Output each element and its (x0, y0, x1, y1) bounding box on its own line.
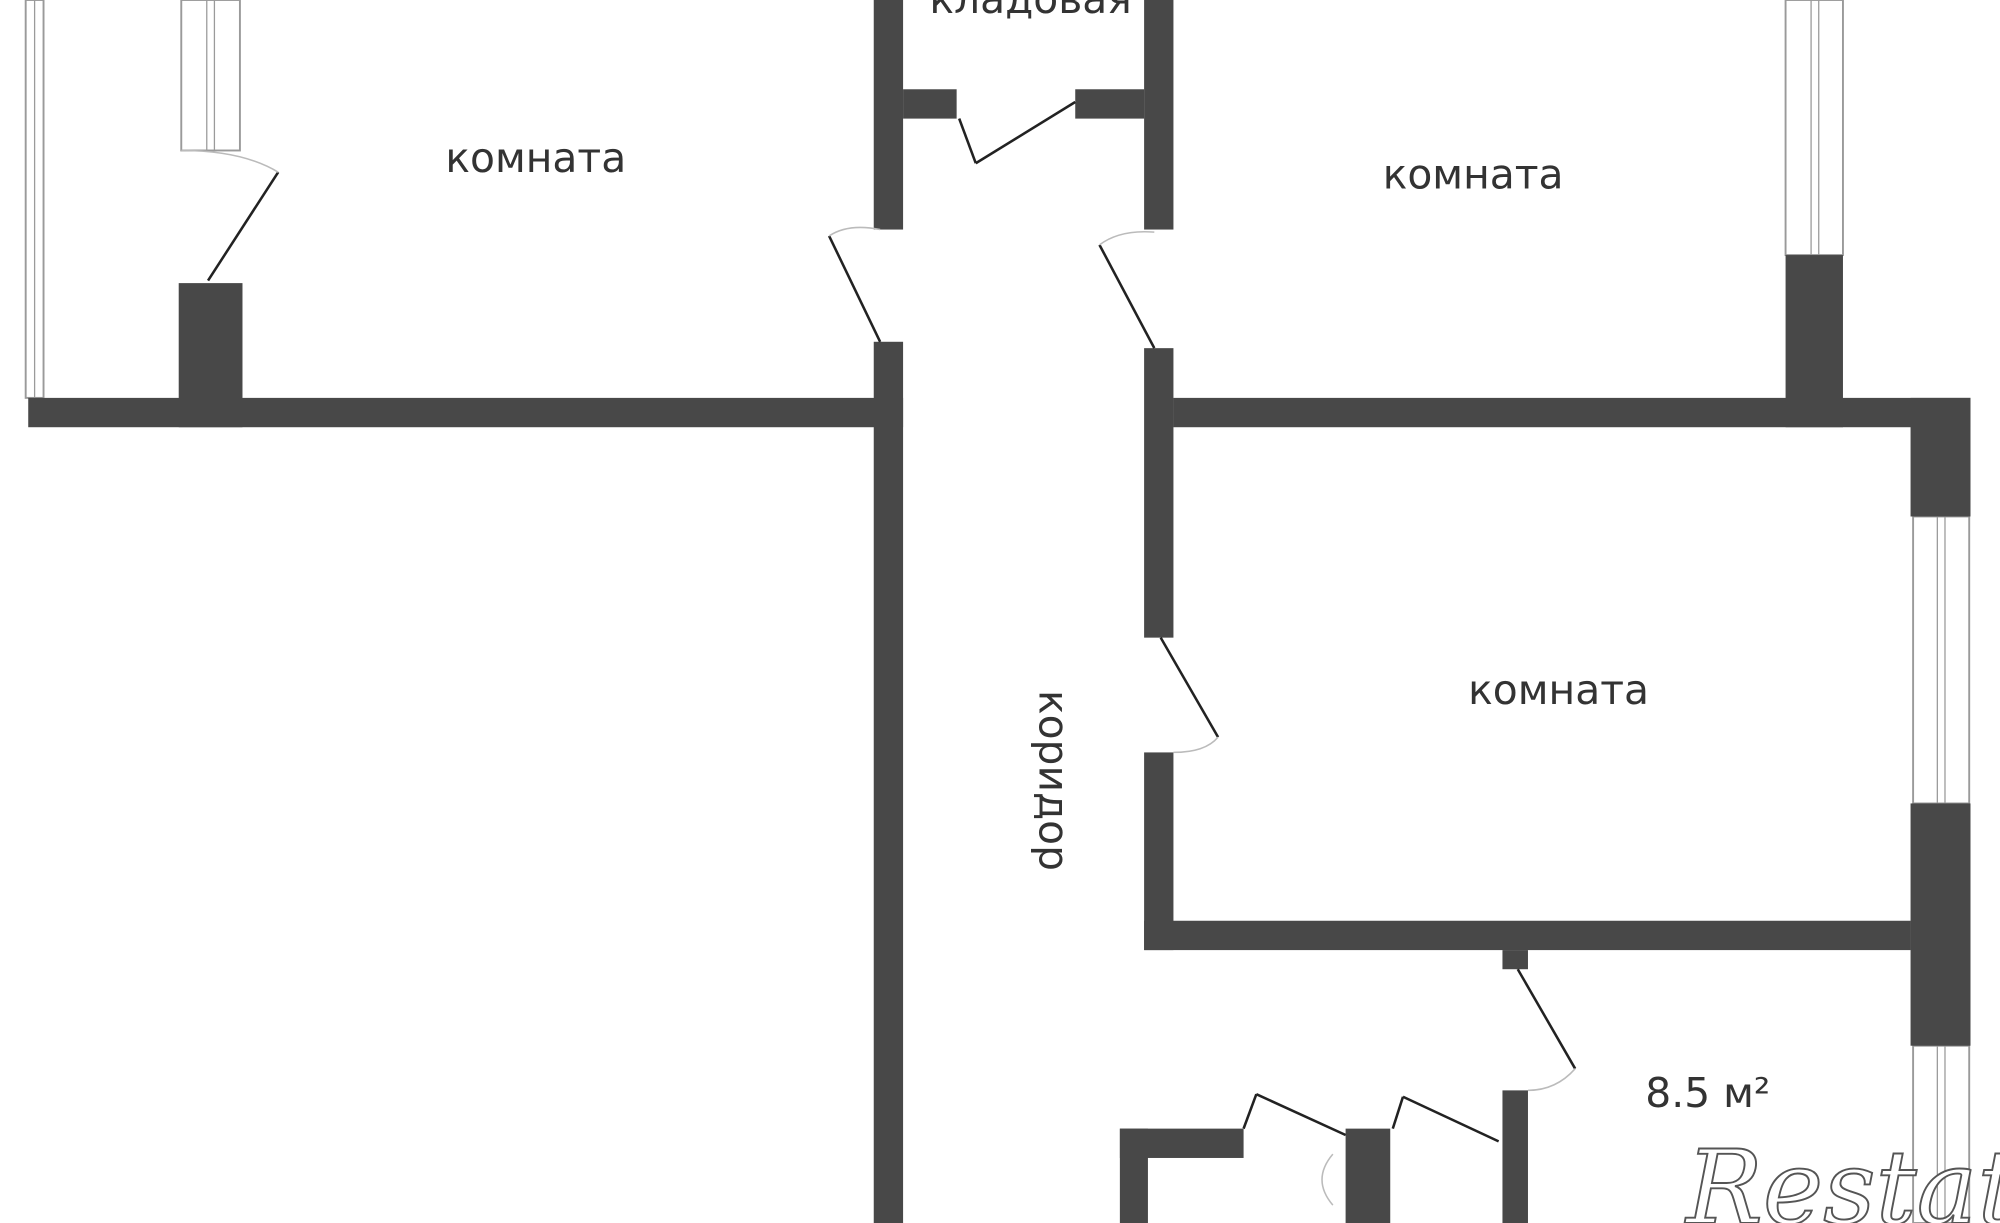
room-label-middle-right: комната (1468, 666, 1649, 714)
window-top-right (1784, 0, 1844, 257)
window-right-middle (1912, 515, 1971, 805)
doors (181, 100, 1577, 1206)
room-label-top-right: комната (1383, 151, 1564, 199)
room-label-storage: кладовая (929, 0, 1131, 23)
sink-icon (1321, 1153, 1334, 1206)
area-label: 8.5 м² (1645, 1069, 1770, 1117)
window-left-inner (180, 0, 241, 152)
room-label-corridor: коридор (1030, 690, 1078, 871)
watermark-logo: Restate (1684, 1129, 2000, 1223)
walls (28, 0, 1971, 1223)
room-label-top-left: комната (445, 134, 626, 182)
